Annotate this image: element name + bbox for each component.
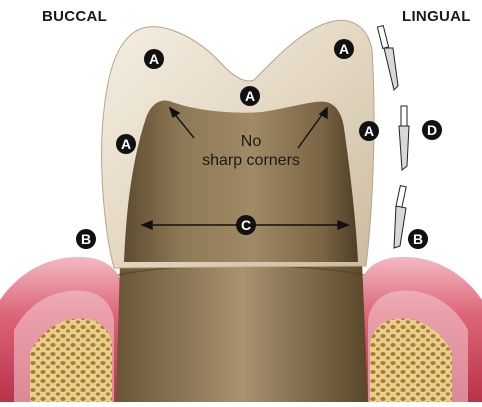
svg-text:D: D [427,122,437,138]
bur-instrument-1 [377,26,398,90]
no-sharp-corners-note: No sharp corners [186,132,316,170]
marker-a-buccal-cusp: A [144,49,164,69]
svg-text:C: C [241,217,251,233]
lingual-label: LINGUAL [402,8,471,25]
dentin-core [124,101,358,262]
note-line-1: No [186,132,316,151]
svg-text:A: A [149,51,159,67]
svg-text:A: A [121,136,131,152]
svg-text:A: A [245,88,255,104]
lingual-gingiva [358,257,482,402]
marker-a-lingual-wall: A [359,121,379,141]
marker-b-buccal: B [76,229,96,249]
buccal-label: BUCCAL [42,8,107,25]
note-line-2: sharp corners [186,151,316,170]
svg-text:B: B [81,231,91,247]
marker-a-buccal-wall: A [116,134,136,154]
tooth-root [116,262,368,402]
marker-b-lingual: B [408,229,428,249]
svg-text:A: A [364,123,374,139]
marker-c: C [236,215,256,235]
buccal-gingiva [0,257,124,402]
bur-instrument-2 [399,106,409,170]
marker-a-central: A [240,86,260,106]
svg-text:A: A [339,41,349,57]
bur-instrument-3 [394,186,406,248]
marker-a-lingual-cusp: A [334,39,354,59]
svg-text:B: B [413,231,423,247]
marker-d: D [422,120,442,140]
